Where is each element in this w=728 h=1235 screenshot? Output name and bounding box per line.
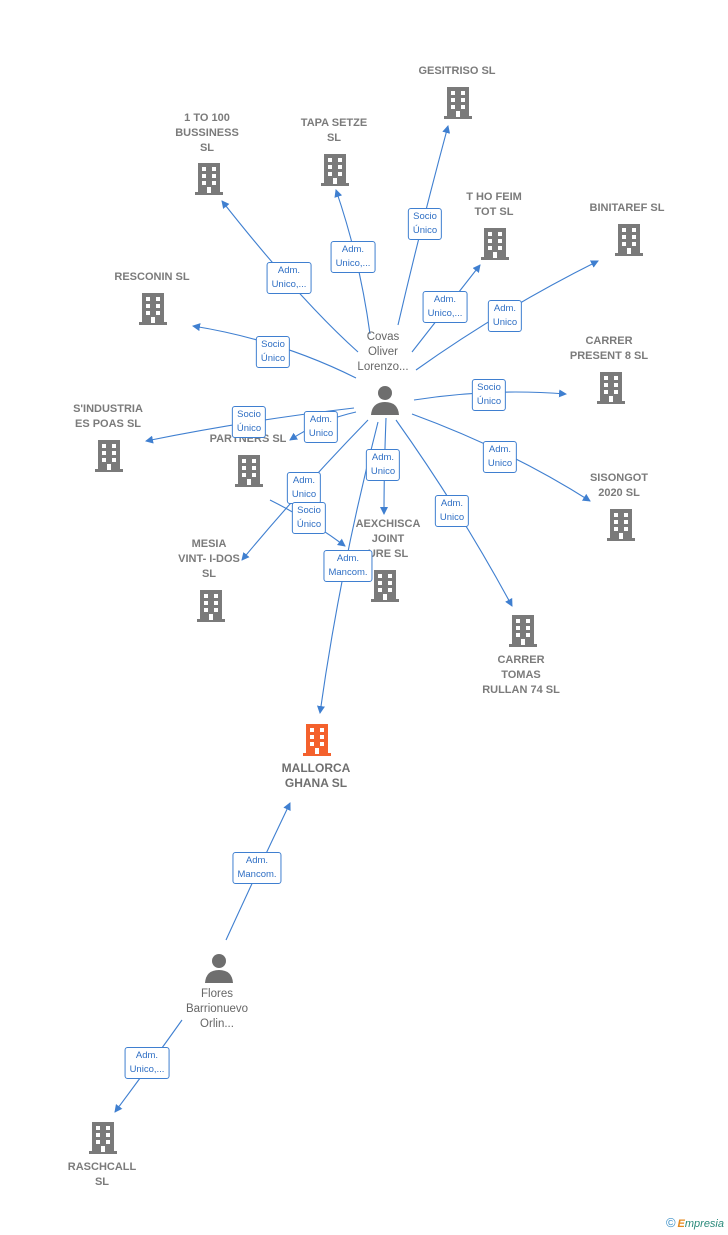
brand-name: mpresia	[684, 1218, 724, 1230]
person-icon[interactable]	[369, 383, 401, 415]
building-icon[interactable]	[234, 453, 264, 487]
building-icon[interactable]	[443, 85, 473, 119]
company-label-binitaref[interactable]: BINITAREF SL	[589, 202, 665, 214]
copyright-symbol: ©	[665, 1215, 676, 1230]
building-icon[interactable]	[606, 507, 636, 541]
person-icon[interactable]	[203, 951, 235, 983]
building-icon[interactable]	[88, 1120, 118, 1154]
building-icon[interactable]	[508, 613, 538, 647]
relation-label[interactable]: Adm.Mancom.	[323, 550, 373, 582]
brand-initial: E	[677, 1218, 685, 1230]
empresia-logo[interactable]: ©Empresia	[666, 1215, 724, 1230]
relation-label[interactable]: Adm.Unico,...	[124, 1047, 170, 1079]
company-label-gesitriso[interactable]: GESITRISO SL	[418, 65, 496, 77]
relation-label[interactable]: Adm.Unico	[434, 495, 470, 527]
relation-label[interactable]: Adm.Unico,...	[266, 262, 312, 294]
relation-label[interactable]: Adm.Unico	[482, 441, 518, 473]
company-label-resconin[interactable]: RESCONIN SL	[114, 271, 190, 283]
building-icon[interactable]	[194, 161, 224, 195]
building-icon[interactable]	[320, 152, 350, 186]
relation-label[interactable]: Adm.Unico	[487, 300, 523, 332]
relation-label[interactable]: Adm.Unico	[303, 411, 339, 443]
building-icon[interactable]	[138, 291, 168, 325]
relation-label[interactable]: Adm.Unico,...	[422, 291, 468, 323]
main-building-icon[interactable]	[302, 722, 332, 756]
relation-label[interactable]: Adm.Mancom.	[232, 852, 282, 884]
building-icon[interactable]	[370, 568, 400, 602]
relation-label[interactable]: Adm.Unico	[286, 472, 322, 504]
building-icon[interactable]	[480, 226, 510, 260]
relation-label[interactable]: Adm.Unico	[365, 449, 401, 481]
building-icon[interactable]	[196, 588, 226, 622]
building-icon[interactable]	[614, 222, 644, 256]
relation-label[interactable]: Adm.Unico,...	[330, 241, 376, 273]
building-icon[interactable]	[596, 370, 626, 404]
building-icon[interactable]	[94, 438, 124, 472]
company-label-partners[interactable]: PARTNERS SL	[209, 433, 287, 445]
